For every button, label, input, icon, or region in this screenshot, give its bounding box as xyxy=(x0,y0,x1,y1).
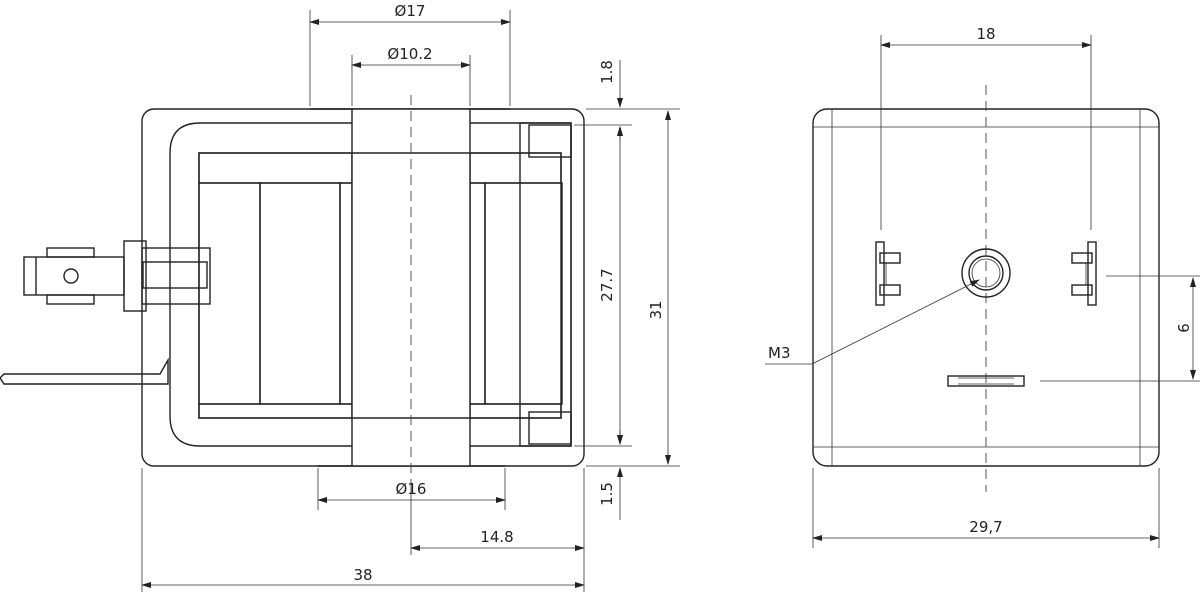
center-screw-hole xyxy=(961,248,1011,298)
dim-38: 38 xyxy=(353,566,372,584)
bobbin-left-wall xyxy=(198,182,261,405)
coil-winding-left xyxy=(259,182,341,405)
pin-right xyxy=(1071,241,1097,306)
pin-left xyxy=(875,241,901,306)
front-view: M3 xyxy=(765,85,1160,492)
dim-27-7: 27.7 xyxy=(598,268,616,301)
terminal-hole xyxy=(63,268,79,284)
coil-winding-right xyxy=(484,182,563,405)
ground-pin-slot xyxy=(947,375,1025,387)
bobbin-top-left xyxy=(198,152,353,184)
front-dimensions: 18 9 29,7 xyxy=(812,25,1200,548)
spade-terminal xyxy=(23,240,211,312)
dim-1-5: 1.5 xyxy=(598,482,616,506)
dim-31: 31 xyxy=(647,300,665,319)
dim-14-8: 14.8 xyxy=(480,528,513,546)
dim-18: 18 xyxy=(976,25,995,43)
dim-9: 9 xyxy=(1174,323,1192,333)
section-dimensions: Ø17 Ø10.2 1.8 27.7 31 1.5 Ø16 14.8 38 xyxy=(141,2,680,592)
label-m3: M3 xyxy=(768,344,791,362)
dim-1-8: 1.8 xyxy=(598,60,616,84)
dim-dia-10-2: Ø10.2 xyxy=(387,45,432,63)
yoke xyxy=(169,122,572,447)
section-view xyxy=(0,95,585,480)
dim-dia-17: Ø17 xyxy=(395,2,426,20)
dim-29-7: 29,7 xyxy=(969,518,1002,536)
ground-lead xyxy=(0,357,169,385)
